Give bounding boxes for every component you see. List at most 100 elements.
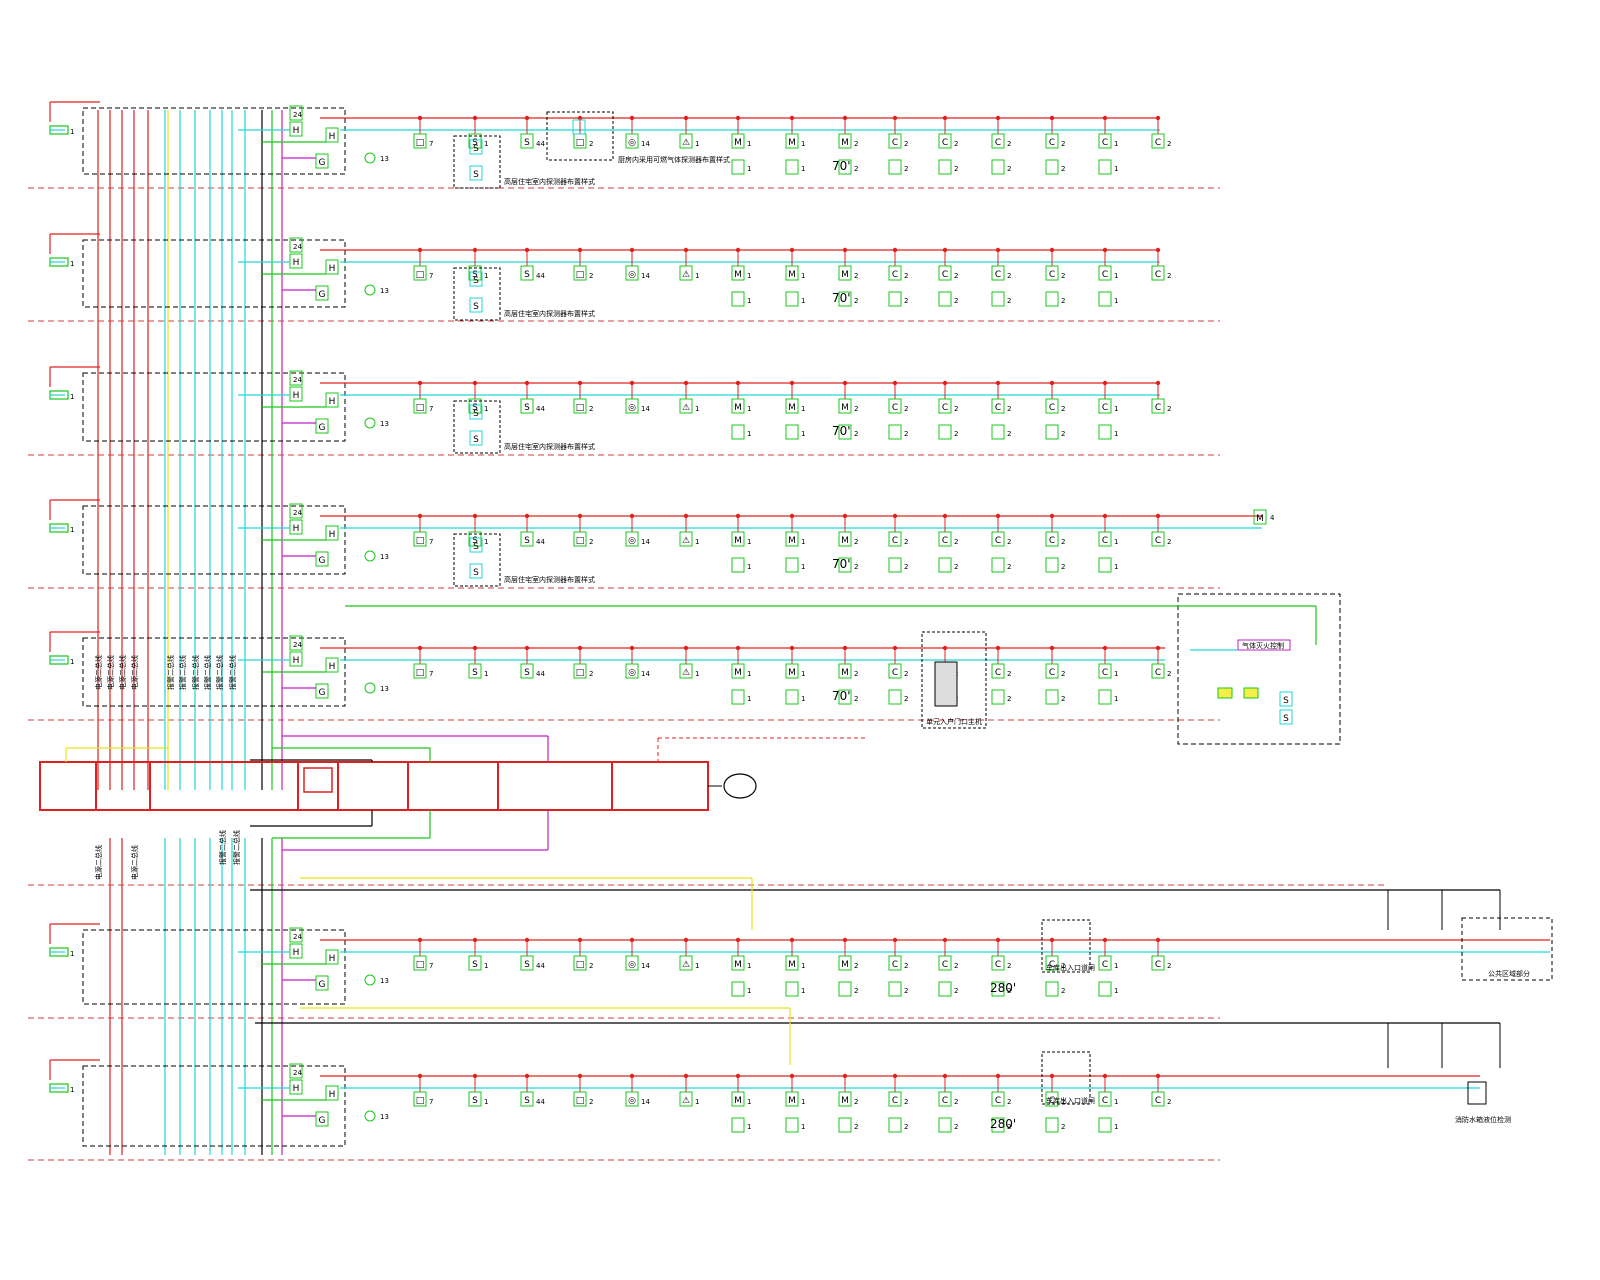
- quantity-label: 2: [904, 140, 908, 148]
- module-text: 24: [293, 933, 302, 941]
- actuated-device: [785, 159, 799, 175]
- smoke-detector: [469, 404, 483, 420]
- input-module: [289, 386, 303, 402]
- field-device-letter: C: [1049, 138, 1055, 148]
- kitchen-detector-box: [546, 111, 614, 161]
- quantity-label: 2: [854, 165, 858, 173]
- field-device: [785, 133, 799, 149]
- h-module-letter: H: [329, 397, 336, 407]
- field-device: [679, 1091, 693, 1107]
- quantity-label: 2: [1167, 538, 1171, 546]
- field-device-letter: C: [1155, 1096, 1161, 1106]
- quantity-label: 1: [747, 670, 751, 678]
- quantity-label: 1: [747, 538, 751, 546]
- h-module-letter: H: [329, 954, 336, 964]
- residence-detector-box: [453, 400, 501, 454]
- field-device: [991, 955, 1005, 971]
- field-device-letter: C: [1155, 138, 1161, 148]
- field-device-letter: M: [788, 270, 796, 280]
- field-device: [991, 1091, 1005, 1107]
- field-device: [1045, 531, 1059, 547]
- field-device: [679, 531, 693, 547]
- actuated-device: [838, 981, 852, 997]
- actuated-device: [938, 424, 952, 440]
- g-module-letter: G: [319, 688, 326, 698]
- field-device-letter: C: [1102, 270, 1108, 280]
- quantity-label: 1: [695, 538, 699, 546]
- quantity-label: 1: [1114, 405, 1118, 413]
- quantity-label: 2: [854, 987, 858, 995]
- quantity-label: 44: [536, 140, 545, 148]
- crt-monitor-icon: [303, 767, 333, 793]
- quantity-label: 2: [1007, 1123, 1011, 1131]
- field-device-letter: M: [788, 536, 796, 546]
- field-device: [1253, 509, 1267, 525]
- field-device: [520, 133, 534, 149]
- field-device: [625, 531, 639, 547]
- field-device: [731, 663, 745, 679]
- field-device-letter: S: [472, 138, 478, 148]
- quantity-label: 2: [954, 140, 958, 148]
- field-device-letter: S: [472, 536, 478, 546]
- field-device: [888, 955, 902, 971]
- field-device: [468, 955, 482, 971]
- quantity-label: 2: [1167, 140, 1171, 148]
- unit-door-host-box: [921, 631, 987, 729]
- field-device-letter: C: [942, 536, 948, 546]
- quantity-label: 13: [380, 287, 389, 295]
- quantity-label: 2: [1007, 430, 1011, 438]
- field-device: [413, 133, 427, 149]
- field-device-letter: M: [734, 960, 742, 970]
- field-device: [1098, 531, 1112, 547]
- field-device: [1045, 663, 1059, 679]
- quantity-label: 1: [1114, 140, 1118, 148]
- actuated-device: [938, 291, 952, 307]
- residence-detector-box: [453, 533, 501, 587]
- actuated-device: [785, 1117, 799, 1133]
- quantity-label: 1: [801, 272, 805, 280]
- field-device: [413, 955, 427, 971]
- quantity-label: 4: [1270, 514, 1275, 522]
- h-module-letter: H: [329, 1090, 336, 1100]
- quantity-label: 2: [954, 538, 958, 546]
- field-device-letter: C: [1155, 270, 1161, 280]
- g-module: [315, 551, 329, 567]
- quantity-label: 2: [1061, 405, 1065, 413]
- field-device: [520, 955, 534, 971]
- quantity-label: 2: [589, 670, 593, 678]
- field-device-letter: □: [576, 403, 585, 413]
- field-device-letter: M: [734, 1096, 742, 1106]
- quantity-label: 1: [695, 405, 699, 413]
- field-device: [1098, 265, 1112, 281]
- field-device-letter: □: [416, 960, 425, 970]
- quantity-label: 2: [1061, 962, 1065, 970]
- h-module: [325, 392, 339, 408]
- g-module: [315, 975, 329, 991]
- quantity-label: 2: [589, 962, 593, 970]
- actuated-device: [785, 557, 799, 573]
- quantity-label: 2: [1061, 297, 1065, 305]
- field-device: [938, 398, 952, 414]
- quantity-label: 1: [1114, 987, 1118, 995]
- angle-label: 280': [990, 1117, 1016, 1131]
- field-device: [625, 265, 639, 281]
- field-device-letter: M: [841, 960, 849, 970]
- smoke-detector-letter: S: [473, 542, 479, 552]
- h-module: [325, 949, 339, 965]
- quantity-label: 1: [801, 140, 805, 148]
- field-device-letter: C: [1102, 1096, 1108, 1106]
- input-module: [289, 651, 303, 667]
- quantity-label: 2: [854, 695, 858, 703]
- quantity-label: 13: [380, 685, 389, 693]
- field-device-letter: ⚠: [682, 960, 690, 970]
- field-device: [888, 265, 902, 281]
- quantity-label: 44: [536, 272, 545, 280]
- residence-note: 高层住宅室内探测器布置样式: [504, 177, 595, 186]
- field-device-letter: □: [416, 1096, 425, 1106]
- field-device-letter: M: [734, 270, 742, 280]
- field-device-letter: C: [1155, 960, 1161, 970]
- quantity-label: 1: [747, 272, 751, 280]
- input-module: [289, 519, 303, 535]
- input-module-letter: H: [293, 948, 300, 958]
